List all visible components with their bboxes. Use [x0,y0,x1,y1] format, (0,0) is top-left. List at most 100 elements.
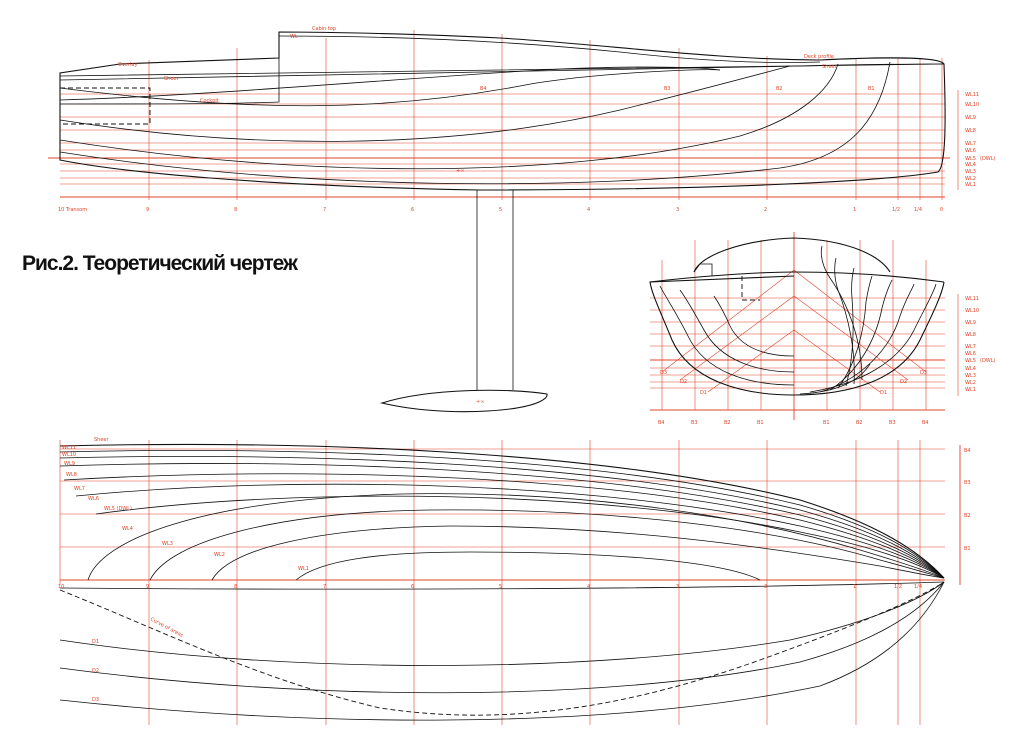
half-breadth-callout: WL7 [74,486,85,492]
cockpit-hidden-section [741,276,760,301]
waterline-label: WL7 [965,344,976,350]
buttock-b3 [59,63,839,170]
station-label: 10 Transom [58,207,87,213]
waterline-label: WL9 [965,320,976,326]
profile-station-lines [148,30,943,200]
diagonal-label: D3 [920,370,927,376]
buttock-label: B2 [856,420,863,426]
diagonal-label: D2 [900,379,907,385]
station-label: 9 [146,207,149,213]
station-label: 1/4 [914,584,922,590]
fore-section [799,363,871,395]
profile-callout: Sheer [164,76,179,82]
half-breadth-callout: WL9 [64,461,75,467]
half-breadth-callout: WL2 [214,552,225,558]
diagonal-label: D1 [92,639,99,645]
aft-section-inner [713,295,795,357]
buttock-b1 [59,69,721,107]
half-breadth-buttock-labels: B4 B3 B2 B1 [964,448,971,552]
profile-callout: WL [290,34,298,40]
waterline-label: WL6 [965,351,976,357]
waterline-label: WL4 [965,162,976,168]
half-breadth-callout: WL11 [62,445,76,451]
waterline-label: WL10 [965,102,979,108]
half-breadth-station-labels: 10 9 8 7 6 5 4 3 2 1 1/2 1/4 [58,584,922,590]
buttock-label: B2 [964,513,971,519]
station-label: 10 [58,584,64,590]
station-label: 1/4 [914,207,922,213]
buttock-label: B1 [964,546,971,552]
waterline-label: WL9 [965,115,976,121]
body-plan-grid [650,232,945,420]
buttock-b4 [59,61,891,185]
diagonal-label: D3 [660,370,667,376]
fore-section [809,283,937,393]
buttock-label: B2 [724,420,731,426]
station-label: 5 [499,207,502,213]
profile-callout: B1 [868,86,875,92]
profile-callout: B3 [664,86,671,92]
station-label: 1/2 [892,207,900,213]
half-breadth-callout: WL10 [62,452,76,458]
waterline-label: WL11 [965,296,979,302]
half-breadth-callout: WL1 [298,566,309,572]
body-plan-deck-arc [649,271,945,283]
station-label: 3 [676,584,679,590]
profile-hull-outline [59,31,946,191]
station-label: 4 [587,584,590,590]
figure-caption: Рис.2. Теоретический чертеж [22,252,298,275]
station-label: 1 [853,584,856,590]
coaming [693,263,713,276]
half-breadth-diagonals [59,581,945,721]
half-breadth-callout: Sheer [94,437,109,443]
waterline-label: WL8 [965,332,976,338]
waterline-label: WL4 [965,366,976,372]
station-label: 8 [234,207,237,213]
station-label: 3 [676,207,679,213]
fore-section [820,245,863,381]
profile-callout: Cockpit [200,98,219,104]
profile-waterline-grid [48,93,950,198]
cabin-top-line [278,35,821,63]
station-label: 4 [587,207,590,213]
station-label: 2 [764,207,767,213]
aft-section-inner [659,285,795,386]
half-breadth-callout: WL8 [66,472,77,478]
waterline-label: WL7 [965,141,976,147]
profile-callout: Deck profile [804,54,834,60]
buttock-label: B1 [757,420,764,426]
body-plan-cabin-top [693,237,891,273]
fore-section [829,279,893,391]
body-plan-diagonal-labels: D1 D2 D3 D1 D2 D3 [660,370,927,396]
half-breadth-lower-labels: Curve of areas D1 D2 D3 [92,616,184,703]
body-plan-view: B4 B3 B2 B1 B1 B2 B3 B4 D1 D2 D3 D1 D2 D… [649,232,996,426]
fore-section [819,283,915,393]
waterline-label: WL11 [965,92,979,98]
diagonal-label: D3 [92,697,99,703]
station-label: 2 [764,584,767,590]
diagonal-label: D2 [680,379,687,385]
buttock-label: B1 [823,420,830,426]
buttock-label: B4 [658,420,665,426]
half-breadth-callouts: Sheer WL11 WL10 WL9 WL8 WL7 WL6 WL5 (DWL… [62,437,309,572]
waterline-label: WL6 [965,148,976,154]
half-breadth-callout: WL3 [162,541,173,547]
half-breadth-callout: WL4 [122,526,133,532]
dwl-label: (DWL) [980,156,996,162]
waterline-label: WL10 [965,308,979,314]
buttock-label: B3 [964,480,971,486]
cockpit-line [59,58,280,105]
station-label: 7 [323,584,326,590]
half-breadth-waterlines [59,443,945,581]
curve-of-areas [59,581,945,716]
station-label: 1 [853,207,856,213]
waterline-label: WL3 [965,169,976,175]
station-label: 6 [411,207,414,213]
fore-section [845,267,855,387]
body-plan-fore-section [793,281,945,396]
waterline-label: WL1 [965,182,976,188]
cg-symbol: +∞ [456,168,464,174]
waterline-label: WL5 [965,358,976,364]
keel-bulb-section [379,389,548,413]
